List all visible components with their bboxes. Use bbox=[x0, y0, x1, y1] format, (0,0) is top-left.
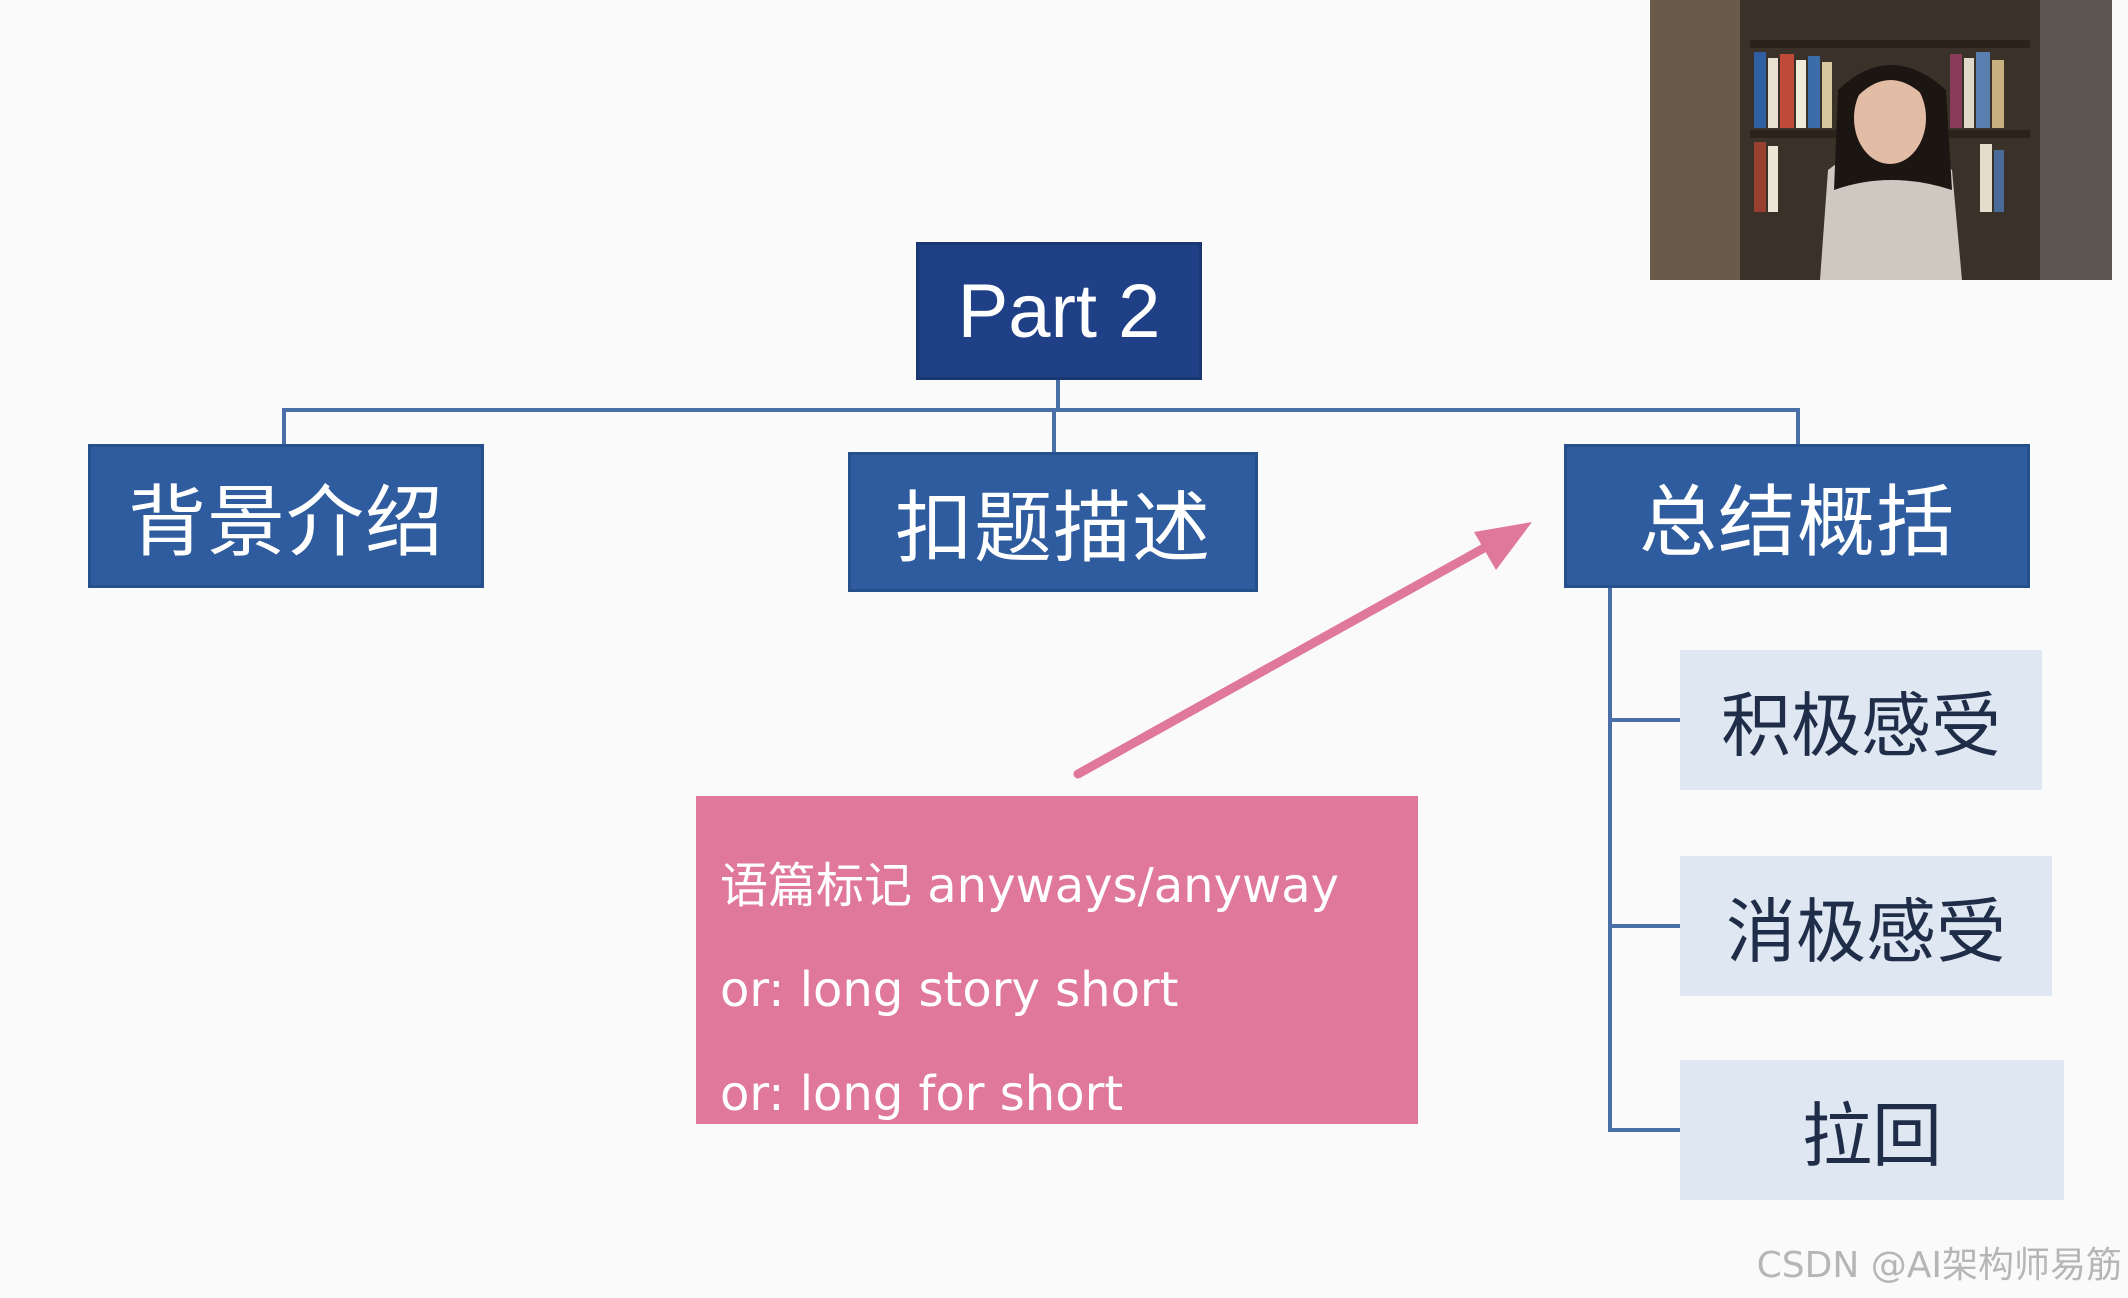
discourse-marker-note: 语篇标记 anyways/anyway or: long story short… bbox=[696, 796, 1418, 1124]
negative-feelings-label: 消极感受 bbox=[1726, 876, 2006, 977]
note-line-1: 语篇标记 anyways/anyway bbox=[720, 834, 1418, 938]
connector-middle bbox=[1052, 408, 1056, 452]
background-intro-box: 背景介绍 bbox=[88, 444, 484, 588]
horizontal-connector bbox=[282, 408, 1800, 412]
webcam-scene bbox=[1650, 0, 2112, 280]
summary-branch-1 bbox=[1608, 718, 1680, 722]
connector-left bbox=[282, 408, 286, 444]
background-intro-label: 背景介绍 bbox=[128, 460, 444, 572]
part-2-box: Part 2 bbox=[916, 242, 1202, 380]
pull-back-label: 拉回 bbox=[1802, 1080, 1942, 1181]
webcam-video-thumbnail[interactable] bbox=[1650, 0, 2112, 280]
summary-label: 总结概括 bbox=[1639, 460, 1955, 572]
note-line-2: or: long story short bbox=[720, 938, 1418, 1042]
watermark-text: CSDN @AI架构师易筋 bbox=[1757, 1236, 2122, 1288]
part-2-label: Part 2 bbox=[958, 268, 1161, 355]
note-line-3: or: long for short bbox=[720, 1042, 1418, 1146]
summary-box: 总结概括 bbox=[1564, 444, 2030, 588]
pull-back-box: 拉回 bbox=[1680, 1060, 2064, 1200]
root-connector bbox=[1056, 378, 1060, 410]
positive-feelings-label: 积极感受 bbox=[1721, 670, 2001, 771]
summary-branch-2 bbox=[1608, 924, 1680, 928]
summary-vertical-connector bbox=[1608, 588, 1612, 1130]
negative-feelings-box: 消极感受 bbox=[1680, 856, 2052, 996]
connector-right bbox=[1796, 408, 1800, 444]
summary-branch-3 bbox=[1608, 1128, 1680, 1132]
positive-feelings-box: 积极感受 bbox=[1680, 650, 2042, 790]
pointer-arrow bbox=[1060, 508, 1560, 784]
